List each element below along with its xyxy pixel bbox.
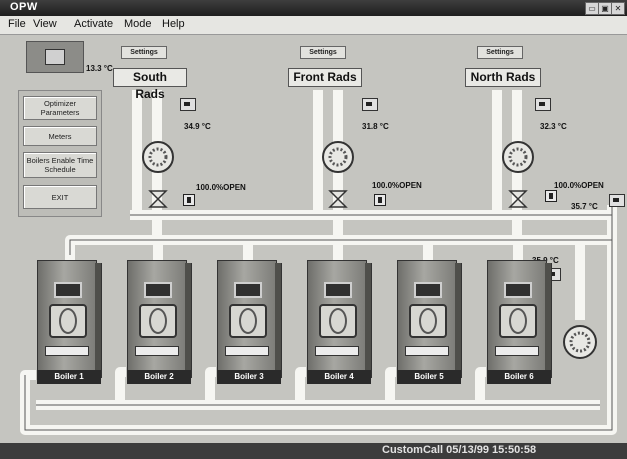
close-button[interactable]: ✕ xyxy=(611,2,625,15)
boiler-side-panel xyxy=(455,263,462,378)
boiler-nameplate xyxy=(45,346,89,356)
boiler-status-display xyxy=(504,282,532,298)
boiler-label: Boiler 3 xyxy=(217,370,281,384)
zone-label-front: Front Rads xyxy=(288,68,362,87)
burner-icon xyxy=(49,304,87,338)
outside-temp-indicator xyxy=(26,41,84,73)
burner-icon xyxy=(319,304,357,338)
boiler-status-display xyxy=(144,282,172,298)
supply-temp: 35.7 °C xyxy=(571,202,598,211)
boiler-label: Boiler 5 xyxy=(397,370,461,384)
valve-actuator-icon xyxy=(374,194,386,206)
pump-icon xyxy=(142,141,597,359)
temperature-sensor-icon xyxy=(535,98,551,111)
boiler-6[interactable]: Boiler 6 xyxy=(487,260,552,385)
boilers-schedule-button[interactable]: Boilers Enable Time Schedule xyxy=(23,152,97,178)
exit-button[interactable]: EXIT xyxy=(23,185,97,209)
status-text: CustomCall 05/13/99 15:50:58 xyxy=(382,444,537,456)
boiler-nameplate xyxy=(225,346,269,356)
menu-activate[interactable]: Activate xyxy=(74,18,114,30)
piping-diagram xyxy=(20,90,617,435)
settings-button-south[interactable]: Settings xyxy=(121,46,167,59)
boiler-side-panel xyxy=(545,263,552,378)
valve-position-south: 100.0%OPEN xyxy=(196,183,246,192)
valve-actuator-icon xyxy=(545,190,557,202)
temperature-sensor-icon xyxy=(180,98,196,111)
title-bar: OPW ▭ ▣ ✕ xyxy=(0,0,627,16)
status-bar: CustomCall 05/13/99 15:50:58 xyxy=(0,443,627,459)
optimizer-parameters-button[interactable]: Optimizer Parameters xyxy=(23,96,97,120)
boiler-label: Boiler 6 xyxy=(487,370,551,384)
zone-label-south: South Rads xyxy=(113,68,187,101)
boiler-nameplate xyxy=(315,346,359,356)
boiler-4[interactable]: Boiler 4 xyxy=(307,260,372,385)
menu-help[interactable]: Help xyxy=(162,18,185,30)
valve-position-front: 100.0%OPEN xyxy=(372,181,422,190)
boiler-nameplate xyxy=(495,346,539,356)
settings-button-north[interactable]: Settings xyxy=(477,46,523,59)
window-title: OPW xyxy=(10,1,38,13)
burner-icon xyxy=(139,304,177,338)
menu-mode[interactable]: Mode xyxy=(124,18,152,30)
boiler-5[interactable]: Boiler 5 xyxy=(397,260,462,385)
outside-sensor-icon xyxy=(45,49,65,65)
menu-view[interactable]: View xyxy=(33,18,57,30)
boiler-nameplate xyxy=(135,346,179,356)
boiler-nameplate xyxy=(405,346,449,356)
boiler-label: Boiler 1 xyxy=(37,370,101,384)
valve-actuator-icon xyxy=(183,194,195,206)
boiler-status-display xyxy=(234,282,262,298)
boiler-3[interactable]: Boiler 3 xyxy=(217,260,282,385)
boiler-status-display xyxy=(414,282,442,298)
boiler-label: Boiler 4 xyxy=(307,370,371,384)
boiler-side-panel xyxy=(365,263,372,378)
settings-button-front[interactable]: Settings xyxy=(300,46,346,59)
burner-icon xyxy=(229,304,267,338)
outside-temp: 13.3 °C xyxy=(86,64,113,73)
zone-label-north: North Rads xyxy=(465,68,541,87)
valve-position-north: 100.0%OPEN xyxy=(554,181,604,190)
temperature-sensor-icon xyxy=(609,194,625,207)
side-panel: Optimizer Parameters Meters Boilers Enab… xyxy=(18,90,102,217)
menu-file[interactable]: File xyxy=(8,18,26,30)
boiler-side-panel xyxy=(275,263,282,378)
zone-temp-south: 34.9 °C xyxy=(184,122,211,131)
minimize-button[interactable]: ▭ xyxy=(585,2,599,15)
maximize-button[interactable]: ▣ xyxy=(598,2,612,15)
zone-temp-front: 31.8 °C xyxy=(362,122,389,131)
meters-button[interactable]: Meters xyxy=(23,126,97,146)
boiler-side-panel xyxy=(95,263,102,378)
temperature-sensor-icon xyxy=(362,98,378,111)
boiler-1[interactable]: Boiler 1 xyxy=(37,260,102,385)
boiler-status-display xyxy=(54,282,82,298)
menu-bar: File View Activate Mode Help xyxy=(0,16,627,35)
boiler-label: Boiler 2 xyxy=(127,370,191,384)
boiler-side-panel xyxy=(185,263,192,378)
boiler-2[interactable]: Boiler 2 xyxy=(127,260,192,385)
burner-icon xyxy=(499,304,537,338)
burner-icon xyxy=(409,304,447,338)
zone-temp-north: 32.3 °C xyxy=(540,122,567,131)
boiler-status-display xyxy=(324,282,352,298)
